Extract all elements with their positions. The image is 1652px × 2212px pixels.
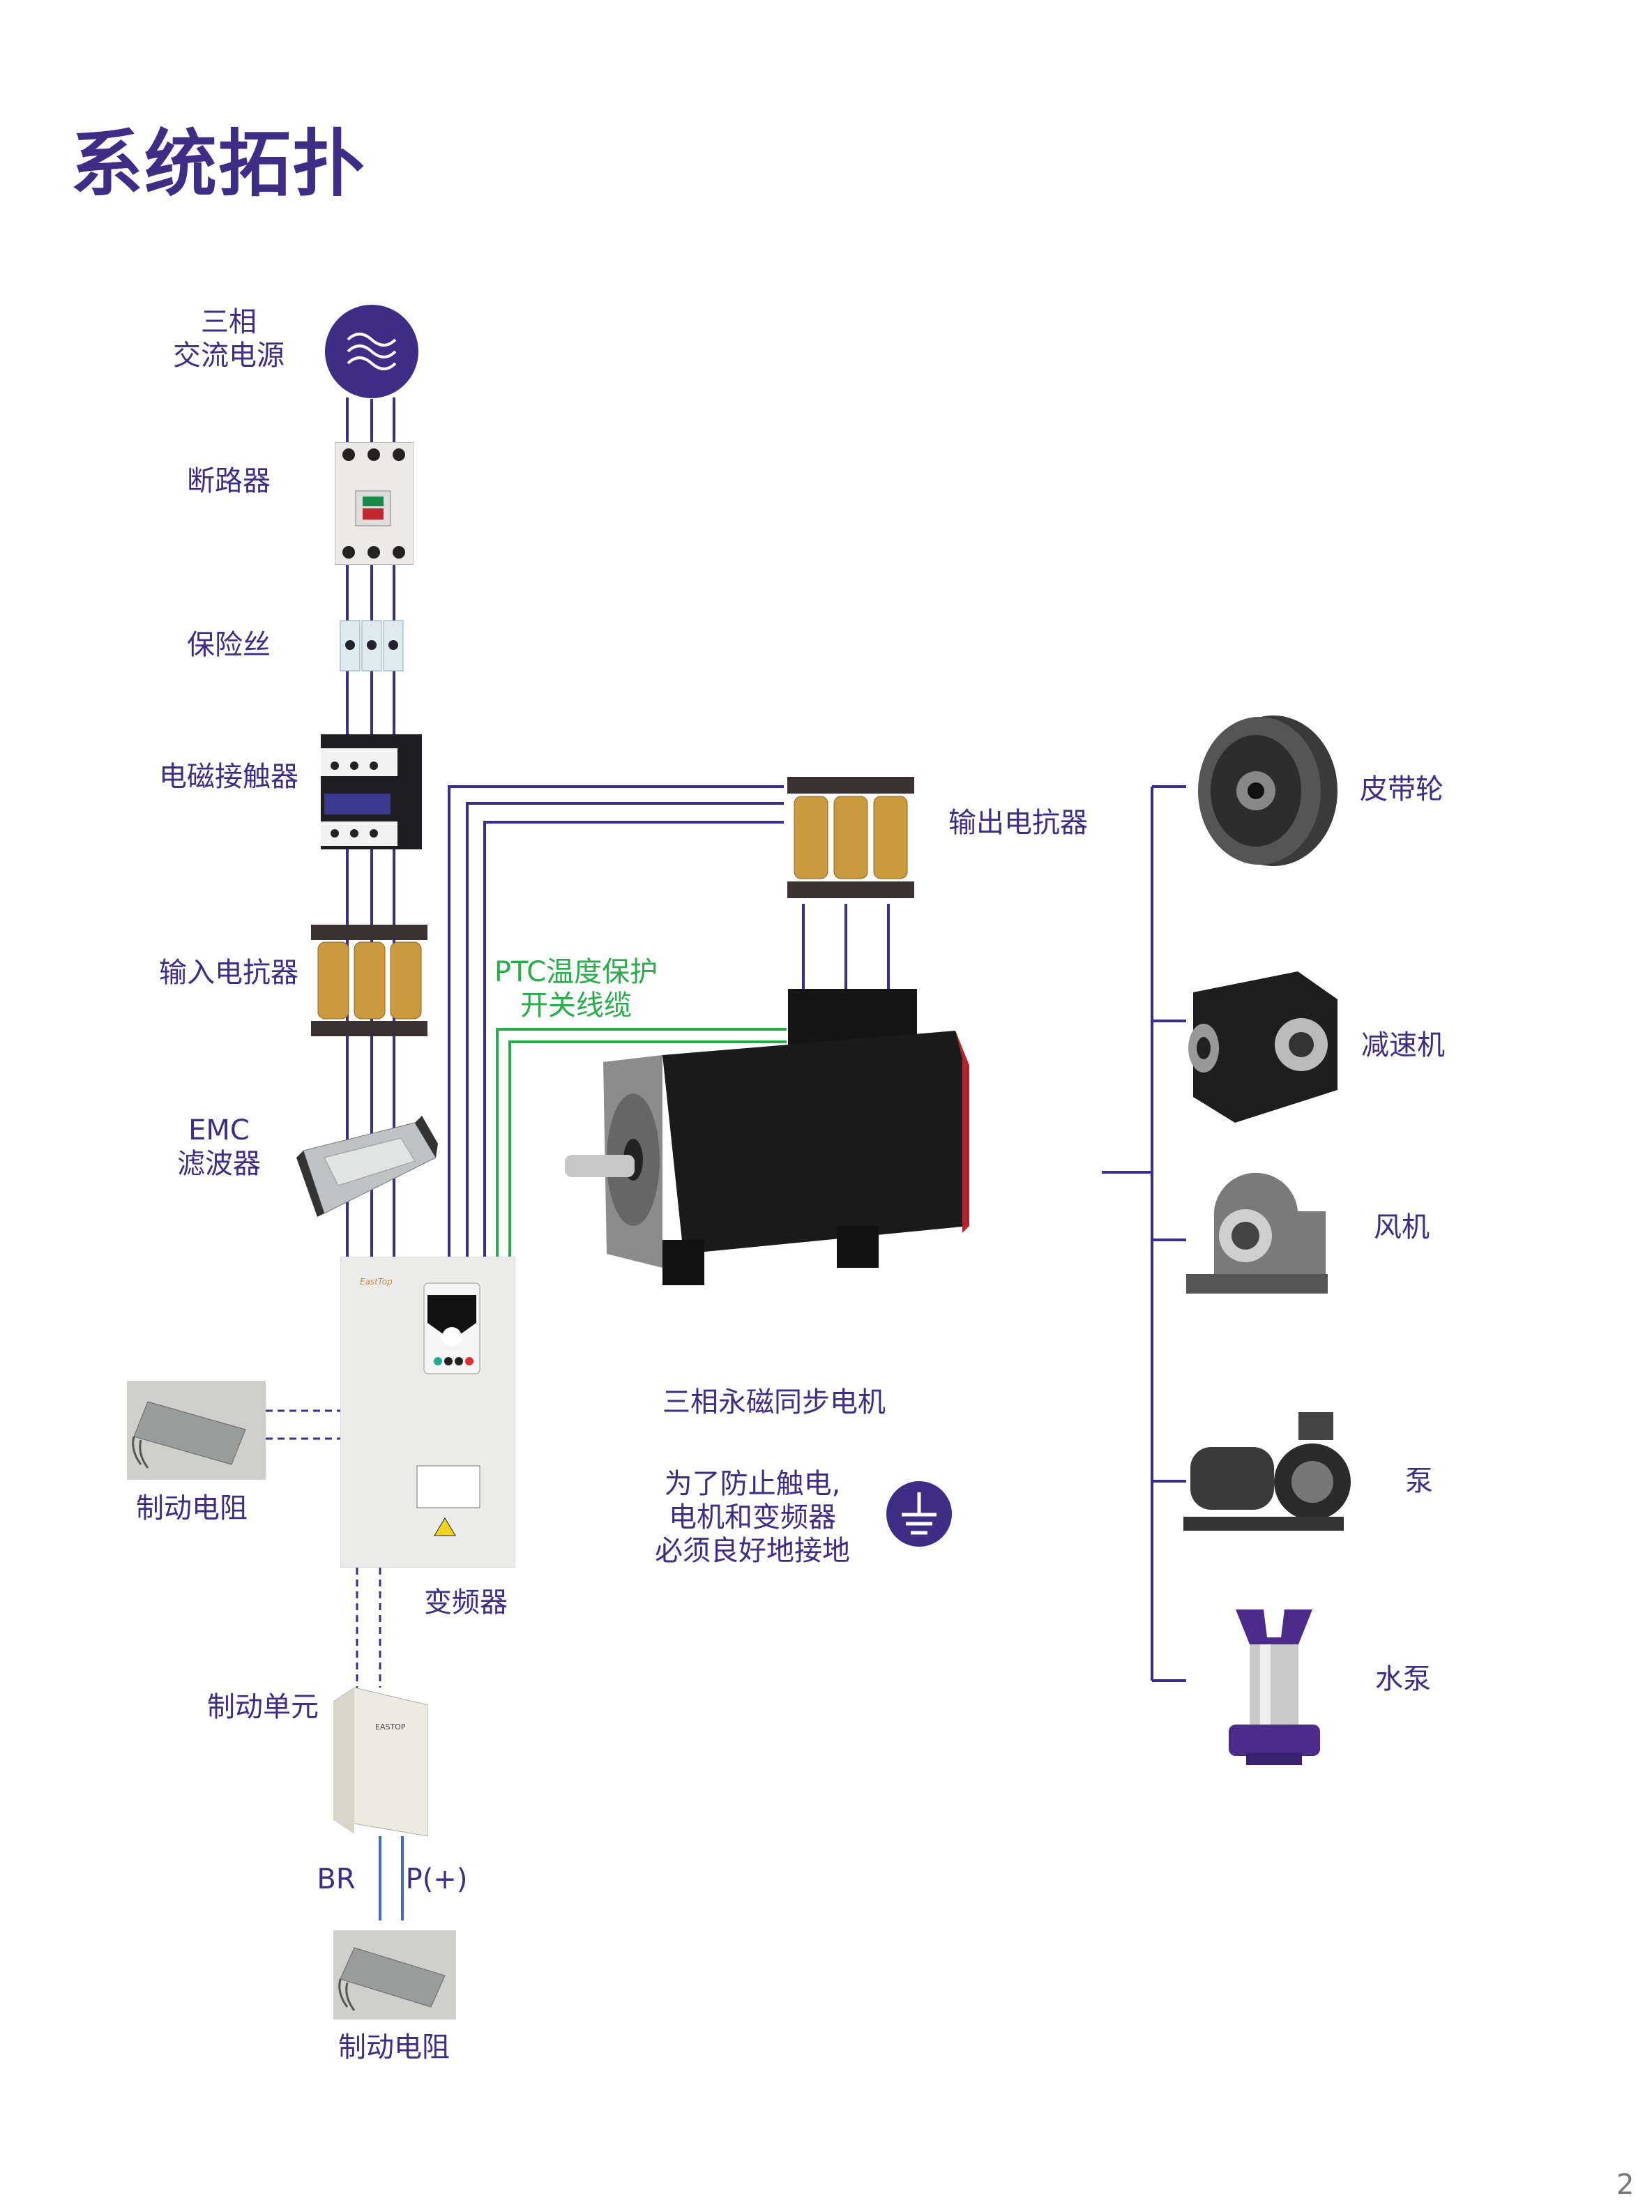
pulley-image — [1193, 713, 1339, 868]
power-source-line1: 三相 — [201, 306, 257, 338]
load-label-fan: 风机 — [1374, 1211, 1430, 1243]
brake-resistor-bottom-label: 制动电阻 — [338, 2031, 450, 2063]
gear-reducer-image — [1179, 971, 1337, 1123]
emc-filter-line1: EMC — [188, 1114, 250, 1146]
svg-text:EASTOP: EASTOP — [375, 1722, 406, 1732]
output-reactor-label: 输出电抗器 — [948, 807, 1088, 839]
p-terminal-label: P(+) — [405, 1863, 468, 1895]
grounding-note-line3: 必须良好地接地 — [655, 1535, 850, 1567]
page-title: 系统拓扑 — [70, 121, 367, 206]
emc-filter-image — [296, 1109, 438, 1222]
water-pump-image — [1229, 1609, 1320, 1765]
output-reactor-image — [784, 770, 918, 904]
motor-label: 三相永磁同步电机 — [662, 1386, 886, 1418]
pump-image — [1183, 1412, 1363, 1539]
input-reactor-image — [308, 918, 431, 1042]
load-label-water-pump: 水泵 — [1375, 1663, 1431, 1695]
inverter-label: 变频器 — [424, 1586, 508, 1619]
load-label-pulley: 皮带轮 — [1360, 773, 1443, 805]
brake-unit-label: 制动单元 — [207, 1691, 319, 1723]
load-label-reducer: 减速机 — [1361, 1029, 1445, 1061]
ac-wave-icon — [325, 305, 418, 398]
brake-resistor-image — [127, 1381, 266, 1480]
page-number: 2 — [1616, 2169, 1635, 2201]
grounding-note: 为了防止触电, 电机和变频器 必须良好地接地 — [655, 1467, 850, 1568]
grounding-note-line2: 电机和变频器 — [669, 1501, 836, 1533]
power-source-label: 三相 交流电源 — [173, 305, 285, 372]
inverter-image: EastTop — [340, 1257, 515, 1568]
fan-image — [1186, 1169, 1328, 1296]
power-source-line2: 交流电源 — [173, 340, 285, 372]
load-label-pump: 泵 — [1405, 1465, 1433, 1497]
svg-text:EastTop: EastTop — [360, 1277, 393, 1287]
brake-dashed-wires — [266, 1409, 381, 1688]
brake-unit-image: EASTOP — [333, 1688, 428, 1836]
contactor-image — [314, 727, 427, 851]
contactor-label: 电磁接触器 — [159, 761, 298, 793]
brake-resistor-bottom-image — [333, 1930, 456, 2020]
fuse-label: 保险丝 — [187, 629, 271, 661]
circuit-breaker-image — [335, 442, 414, 565]
ptc-cable-wires — [496, 1028, 787, 1257]
fuse-image — [339, 617, 405, 678]
br-terminal-label: BR — [317, 1863, 356, 1895]
brake-resistor-left-label: 制动电阻 — [136, 1492, 248, 1524]
ptc-cable-label: PTC温度保护 开关线缆 — [494, 955, 658, 1022]
emc-filter-line2: 滤波器 — [177, 1148, 261, 1180]
ptc-cable-line1: PTC温度保护 — [494, 956, 658, 988]
grounding-note-line1: 为了防止触电, — [664, 1468, 841, 1500]
ptc-cable-line2: 开关线缆 — [520, 990, 632, 1022]
ground-icon — [886, 1481, 952, 1547]
breaker-label: 断路器 — [187, 465, 271, 497]
pm-synchronous-motor-image — [565, 989, 974, 1299]
input-reactor-label: 输入电抗器 — [159, 957, 298, 989]
emc-filter-label: EMC 滤波器 — [177, 1114, 261, 1181]
